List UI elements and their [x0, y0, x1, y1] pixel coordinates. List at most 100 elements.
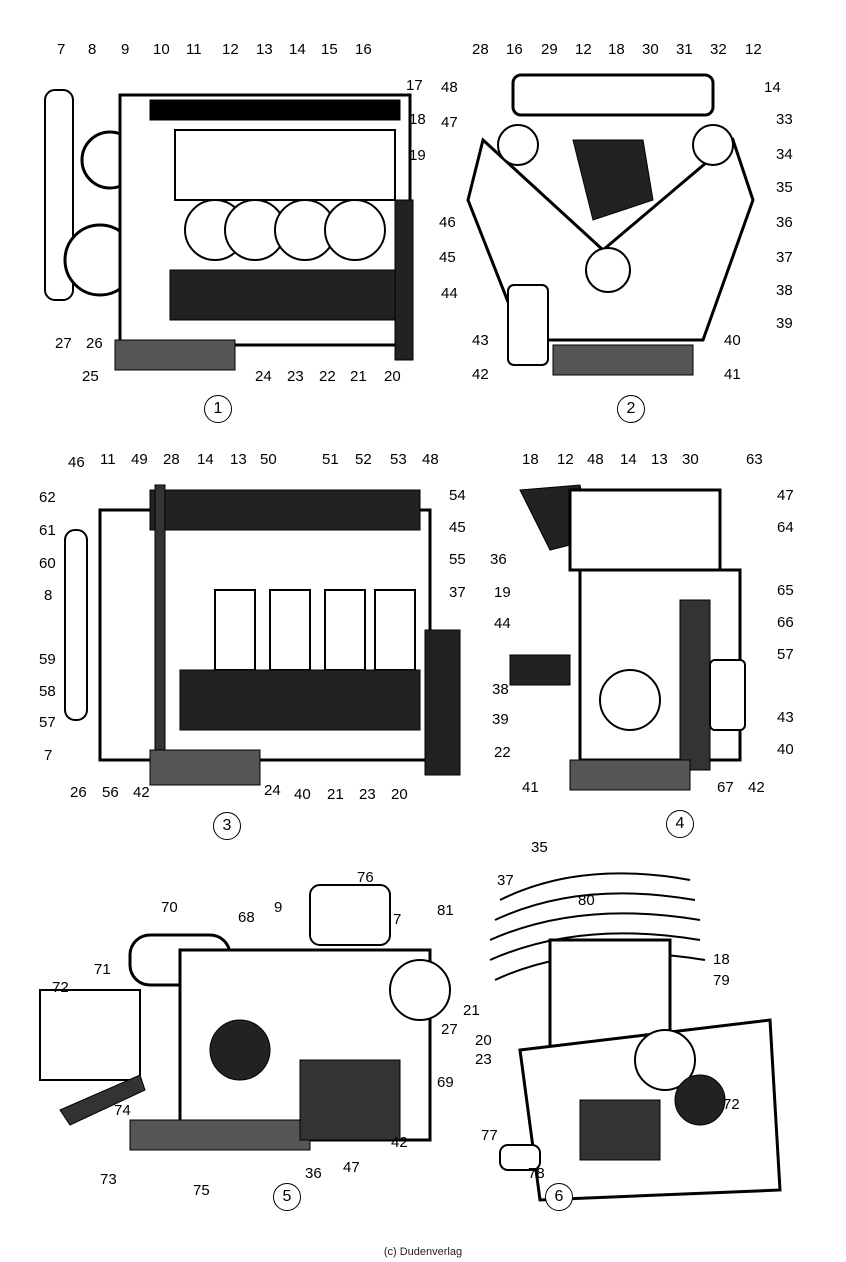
part-label: 11 — [186, 41, 202, 58]
engine-illustration-3 — [64, 484, 461, 786]
part-label: 38 — [776, 282, 793, 299]
part-label: 30 — [682, 451, 699, 468]
part-label: 20 — [391, 786, 408, 803]
part-label: 18 — [713, 951, 730, 968]
part-label: 24 — [264, 782, 281, 799]
part-label: 39 — [776, 315, 793, 332]
engine-illustration-5 — [39, 884, 451, 1151]
part-label: 51 — [322, 451, 339, 468]
part-label: 7 — [44, 747, 53, 764]
part-label: 34 — [776, 146, 793, 163]
part-label: 28 — [163, 451, 180, 468]
figure-number: 5 — [273, 1183, 301, 1211]
engine-illustration-6 — [489, 872, 782, 1202]
part-label: 66 — [777, 614, 794, 631]
part-label: 54 — [449, 487, 466, 504]
part-label: 20 — [384, 368, 401, 385]
part-label: 43 — [777, 709, 794, 726]
engine-illustration-2 — [466, 73, 755, 376]
part-label: 61 — [39, 522, 56, 539]
part-label: 56 — [102, 784, 119, 801]
part-label: 67 — [717, 779, 734, 796]
engine-diagram-4 — [480, 430, 846, 840]
part-label: 72 — [723, 1096, 740, 1113]
part-label: 14 — [620, 451, 637, 468]
part-label: 80 — [578, 892, 595, 909]
part-label: 40 — [724, 332, 741, 349]
part-label: 10 — [153, 41, 170, 58]
part-label: 39 — [492, 711, 509, 728]
part-label: 11 — [100, 451, 116, 468]
engine-diagram-5 — [0, 840, 480, 1240]
part-label: 18 — [608, 41, 625, 58]
part-label: 44 — [494, 615, 511, 632]
part-label: 40 — [777, 741, 794, 758]
engine-diagram-6 — [480, 840, 846, 1240]
part-label: 24 — [255, 368, 272, 385]
part-label: 27 — [441, 1021, 458, 1038]
part-label: 12 — [557, 451, 574, 468]
part-label: 53 — [390, 451, 407, 468]
part-label: 33 — [776, 111, 793, 128]
part-label: 8 — [88, 41, 97, 58]
part-label: 60 — [39, 555, 56, 572]
part-label: 35 — [531, 839, 548, 856]
part-label: 72 — [52, 979, 69, 996]
copyright-credit: (c) Dudenverlag — [383, 1246, 463, 1258]
figure-number: 1 — [204, 395, 232, 423]
part-label: 42 — [472, 366, 489, 383]
part-label: 52 — [355, 451, 372, 468]
part-label: 42 — [748, 779, 765, 796]
part-label: 81 — [437, 902, 454, 919]
part-label: 37 — [449, 584, 466, 601]
figure-number: 3 — [213, 812, 241, 840]
part-label: 46 — [439, 214, 456, 231]
engine-illustration-1 — [44, 89, 414, 371]
part-label: 9 — [121, 41, 130, 58]
engine-diagram-3 — [0, 430, 480, 840]
part-label: 48 — [587, 451, 604, 468]
part-label: 37 — [497, 872, 514, 889]
part-label: 48 — [441, 79, 458, 96]
part-label: 62 — [39, 489, 56, 506]
part-label: 73 — [100, 1171, 117, 1188]
part-label: 76 — [357, 869, 374, 886]
part-label: 15 — [321, 41, 338, 58]
part-label: 44 — [441, 285, 458, 302]
part-label: 18 — [522, 451, 539, 468]
part-label: 50 — [260, 451, 277, 468]
part-label: 31 — [676, 41, 693, 58]
part-label: 40 — [294, 786, 311, 803]
part-label: 12 — [575, 41, 592, 58]
part-label: 68 — [238, 909, 255, 926]
part-label: 63 — [746, 451, 763, 468]
part-label: 55 — [449, 551, 466, 568]
part-label: 23 — [287, 368, 304, 385]
part-label: 8 — [44, 587, 53, 604]
part-label: 13 — [230, 451, 247, 468]
part-label: 41 — [522, 779, 539, 796]
part-label: 30 — [642, 41, 659, 58]
part-label: 48 — [422, 451, 439, 468]
part-label: 36 — [305, 1165, 322, 1182]
part-label: 19 — [494, 584, 511, 601]
part-label: 12 — [222, 41, 239, 58]
part-label: 69 — [437, 1074, 454, 1091]
part-label: 65 — [777, 582, 794, 599]
part-label: 75 — [193, 1182, 210, 1199]
part-label: 14 — [289, 41, 306, 58]
part-label: 27 — [55, 335, 72, 352]
part-label: 29 — [541, 41, 558, 58]
part-label: 21 — [350, 368, 367, 385]
part-label: 42 — [133, 784, 150, 801]
part-label: 7 — [57, 41, 66, 58]
part-label: 36 — [776, 214, 793, 231]
part-label: 38 — [492, 681, 509, 698]
part-label: 16 — [506, 41, 523, 58]
part-label: 14 — [197, 451, 214, 468]
figure-number: 4 — [666, 810, 694, 838]
figure-number: 6 — [545, 1183, 573, 1211]
part-label: 20 — [475, 1032, 492, 1049]
engine-illustration-4 — [509, 484, 746, 791]
part-label: 36 — [490, 551, 507, 568]
